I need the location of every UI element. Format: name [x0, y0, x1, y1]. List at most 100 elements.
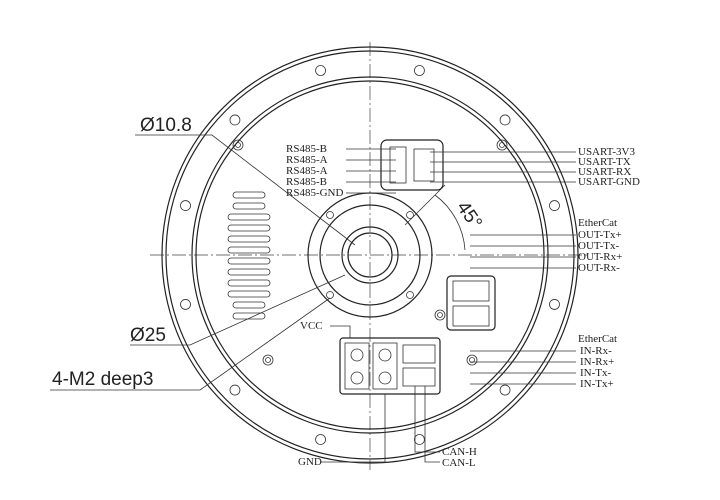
bolt-hole — [414, 434, 425, 445]
pin-label: USART-3V3 — [578, 146, 635, 158]
pin-label: IN-Tx- — [580, 367, 611, 379]
bore-25 — [341, 226, 399, 284]
pin-label: RS485-A — [286, 154, 328, 166]
m2-leader — [50, 297, 331, 391]
mount-hole — [232, 139, 244, 151]
pin-label: OUT-Tx+ — [578, 229, 622, 241]
mount-hole — [262, 354, 274, 366]
pin-label: OUT-Rx+ — [578, 251, 622, 263]
bolt-hole — [414, 65, 425, 76]
vent-slot — [227, 268, 271, 276]
m2-hole — [326, 291, 334, 299]
power-terminal-1 — [344, 342, 370, 390]
vcc-label: VCC — [300, 320, 323, 332]
m2-holes — [326, 211, 414, 299]
vent-slot — [227, 235, 271, 243]
d25-leader — [130, 274, 346, 346]
boss-ring — [319, 204, 421, 306]
pin-label: RS485-B — [286, 176, 327, 188]
gnd-leader — [320, 394, 386, 463]
m2-label: 4-M2 deep3 — [52, 369, 153, 390]
power-can-housing — [339, 337, 441, 395]
d10-8-label: Ø10.8 — [140, 115, 192, 136]
pin-label: RS485-B — [286, 143, 327, 155]
ethercat-housing — [446, 275, 496, 331]
pin-label: IN-Tx+ — [580, 378, 614, 390]
mount-hole-inner — [469, 357, 475, 363]
bolt-hole — [229, 114, 241, 126]
can-port-2 — [402, 367, 436, 387]
angle-line — [404, 184, 446, 226]
vent-slot — [227, 290, 271, 298]
vent-slot — [227, 257, 271, 265]
signal-connector-housing — [380, 139, 444, 191]
pin-label: USART-RX — [578, 166, 631, 178]
d10-8-leader — [135, 134, 356, 246]
pin-label: USART-TX — [578, 156, 631, 168]
ethercat-out-port — [452, 280, 490, 302]
screw-icon — [350, 348, 364, 362]
vent-slot — [227, 246, 271, 254]
ethercat-in-title: EtherCat — [578, 333, 617, 345]
inner-housing-edge — [195, 80, 545, 430]
bolt-hole — [180, 299, 191, 310]
vcc-leader — [330, 325, 351, 338]
m2-hole — [406, 211, 414, 219]
power-terminal-2 — [372, 342, 398, 390]
vent-slot — [232, 191, 266, 199]
mount-hole — [466, 354, 478, 366]
m2-hole — [406, 291, 414, 299]
can-h-leader — [414, 386, 440, 453]
bore-10-8 — [347, 232, 393, 278]
ethercat-in-port — [452, 305, 490, 327]
mount-hole-inner — [437, 312, 443, 318]
pin-label: RS485-A — [286, 165, 328, 177]
vent-slot — [232, 301, 266, 309]
mount-hole-inner — [235, 142, 241, 148]
mount-hole-inner — [499, 142, 505, 148]
can-l-leader — [424, 386, 440, 463]
vent-slot — [227, 279, 271, 287]
bolt-hole — [229, 384, 241, 396]
pin-label: OUT-Tx- — [578, 240, 619, 252]
mount-hole — [434, 309, 446, 321]
gnd-label: GND — [298, 456, 322, 468]
can-l-label: CAN-L — [442, 457, 476, 469]
vent-slot — [232, 202, 266, 210]
bolt-hole — [549, 200, 560, 211]
outer-flange-edge — [165, 50, 575, 460]
angle-arc — [434, 194, 466, 251]
screw-icon — [350, 371, 364, 385]
bolt-hole — [499, 114, 511, 126]
vent-slot — [227, 213, 271, 221]
pin-label: IN-Rx- — [580, 345, 612, 357]
rs485-connector — [389, 146, 407, 184]
usart-connector — [413, 148, 435, 182]
pin-label: IN-Rx+ — [580, 356, 614, 368]
screw-icon — [378, 348, 392, 362]
vent-slot — [232, 312, 266, 320]
screw-icon — [378, 371, 392, 385]
can-port-1 — [402, 344, 436, 364]
mount-hole — [496, 139, 508, 151]
bolt-hole — [315, 65, 326, 76]
vent-slot — [227, 224, 271, 232]
bolt-hole — [315, 434, 326, 445]
bolt-hole — [499, 384, 511, 396]
bolt-holes — [180, 65, 560, 445]
d25-label: Ø25 — [130, 325, 166, 346]
bolt-hole — [180, 200, 191, 211]
bolt-hole — [549, 299, 560, 310]
angle-label: 45° — [452, 198, 486, 234]
mount-hole-inner — [265, 357, 271, 363]
can-h-label: CAN-H — [442, 446, 477, 458]
vent-slots — [227, 191, 271, 320]
m2-hole — [326, 211, 334, 219]
pin-label: OUT-Rx- — [578, 262, 620, 274]
inner-housing — [191, 76, 549, 434]
